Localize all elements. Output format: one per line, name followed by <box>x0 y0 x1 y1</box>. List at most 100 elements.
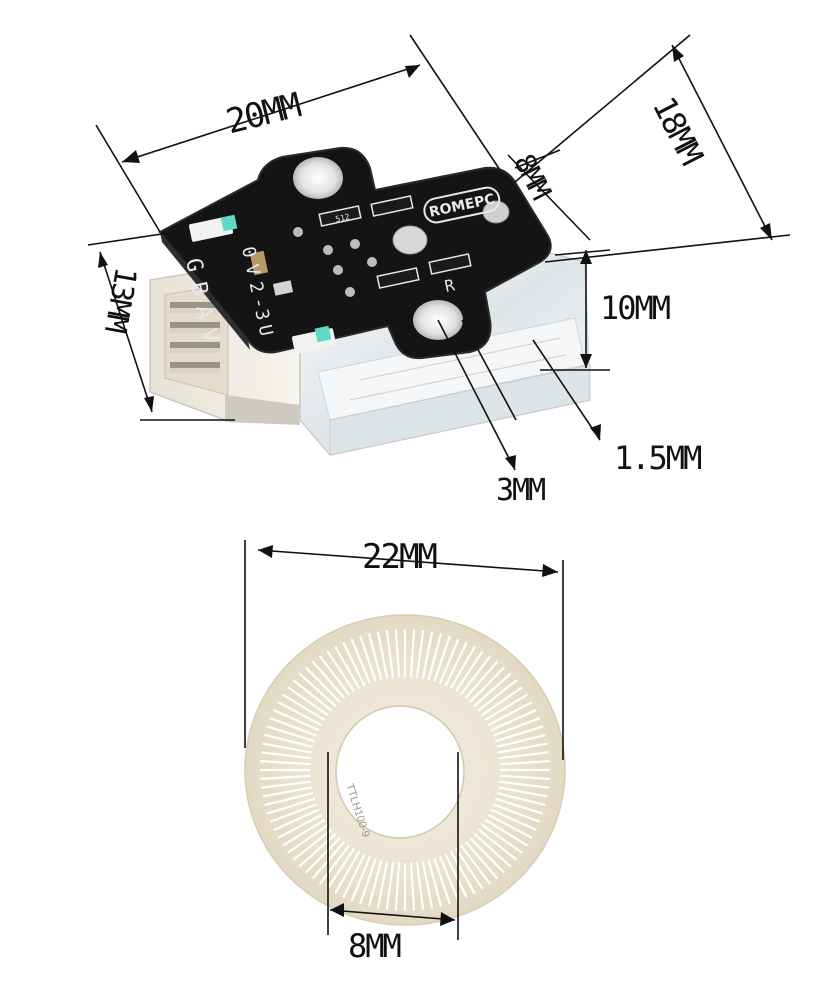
disc-slot <box>499 774 550 780</box>
disc-slot <box>367 633 383 681</box>
disc-slot <box>492 717 541 737</box>
disc-slot <box>273 708 320 732</box>
disc-slot <box>415 862 425 911</box>
disc-slot <box>266 797 315 815</box>
mount-hole-top <box>293 157 343 199</box>
disc-slot <box>427 633 443 681</box>
disc-slot <box>499 751 549 760</box>
disc-slot <box>481 823 523 854</box>
disc-slot <box>454 847 484 890</box>
pin-label-row2: 0 <box>237 245 260 260</box>
encoder-pcb: 0 V 2 - 3 U G B A V R 512 ROM <box>158 146 552 360</box>
disc-slot <box>264 792 314 807</box>
disc-slot <box>499 760 550 766</box>
smd-parts <box>188 195 472 354</box>
disc-slot <box>292 679 333 712</box>
disc-slot <box>415 629 425 678</box>
disc-slot <box>409 629 416 678</box>
disc-slot <box>459 655 492 696</box>
disc-slot <box>262 786 312 798</box>
disc-slot <box>342 641 366 687</box>
disc-slot <box>376 631 389 679</box>
disc-slot <box>318 844 351 885</box>
disc-slot <box>326 847 356 890</box>
disc-slot <box>282 818 326 847</box>
disc-slot <box>481 686 523 717</box>
disc-slot <box>449 645 476 690</box>
label-22: 22MM <box>362 537 438 577</box>
disc-slot <box>334 645 361 690</box>
disc-slot <box>350 638 372 684</box>
disc-slot <box>359 858 377 905</box>
disc-slot <box>385 862 395 911</box>
disc-slot <box>261 780 311 789</box>
disc-slot <box>477 679 518 712</box>
disc-slot <box>473 672 512 708</box>
disc-slot <box>304 837 341 874</box>
disc-slot <box>484 693 528 722</box>
label-1-5: 1.5MM <box>614 439 702 477</box>
disc-slot <box>394 629 401 678</box>
disc-slot <box>469 837 506 874</box>
pin-label-a: A <box>190 303 217 321</box>
disc-slot <box>260 774 311 780</box>
disc-slot <box>269 803 318 823</box>
disc-slot <box>469 666 506 703</box>
pin-label-g: G <box>180 256 207 274</box>
disc-slot <box>311 660 346 700</box>
disc-slot <box>350 856 372 902</box>
disc-slot <box>487 701 533 727</box>
disc-slot <box>394 862 401 911</box>
code-disc: TTLH100-9 <box>244 614 566 926</box>
disc-slot <box>326 650 356 693</box>
disc-slot <box>359 635 377 682</box>
dimension-arrows <box>98 45 772 926</box>
pin-label-row2: - <box>248 296 271 311</box>
label-8-disc: 8MM <box>348 927 402 965</box>
center-pad <box>392 225 428 255</box>
disc-slot <box>444 853 468 899</box>
disc-slot <box>496 792 546 807</box>
disc-slot <box>427 859 443 907</box>
disc-slot <box>484 818 528 847</box>
disc-slot <box>433 635 451 682</box>
disc-slot <box>318 655 351 696</box>
disc-slot <box>459 844 492 885</box>
disc-slot <box>287 823 329 854</box>
disc-slot <box>298 832 337 868</box>
disc-slot <box>438 638 460 684</box>
disc-slot <box>464 660 499 700</box>
disc-slot <box>292 828 333 861</box>
disc-slot <box>495 725 544 743</box>
pin-label-row2: V <box>241 262 264 277</box>
pin-label-b: B <box>185 280 212 298</box>
disc-slot <box>473 832 512 868</box>
disc-slot <box>449 850 476 895</box>
disc-slot <box>492 803 541 823</box>
disc-slot <box>438 856 460 902</box>
disc-slot <box>498 742 548 754</box>
label-10: 10MM <box>600 289 671 327</box>
disc-slot <box>409 862 416 911</box>
disc-slot <box>499 780 549 789</box>
disc-slot <box>496 733 546 748</box>
disc-slot <box>269 717 318 737</box>
pin-label-row2: 2 <box>245 280 268 295</box>
disc-slot <box>266 725 315 743</box>
disc-slot <box>477 828 518 861</box>
disc-slot <box>487 813 533 839</box>
disc-slot <box>298 672 337 708</box>
disc-slot <box>261 751 311 760</box>
disc-slot <box>490 708 537 732</box>
disc-slot <box>264 733 314 748</box>
disc-slot <box>260 760 311 766</box>
silkscreen: 0 V 2 - 3 U G B A V R 512 <box>180 212 456 345</box>
disc-slot <box>385 629 395 678</box>
disc-slot <box>277 701 323 727</box>
disc-slot <box>498 786 548 798</box>
side-label: R <box>443 275 457 296</box>
disc-slot <box>444 641 468 687</box>
vias <box>293 227 377 297</box>
